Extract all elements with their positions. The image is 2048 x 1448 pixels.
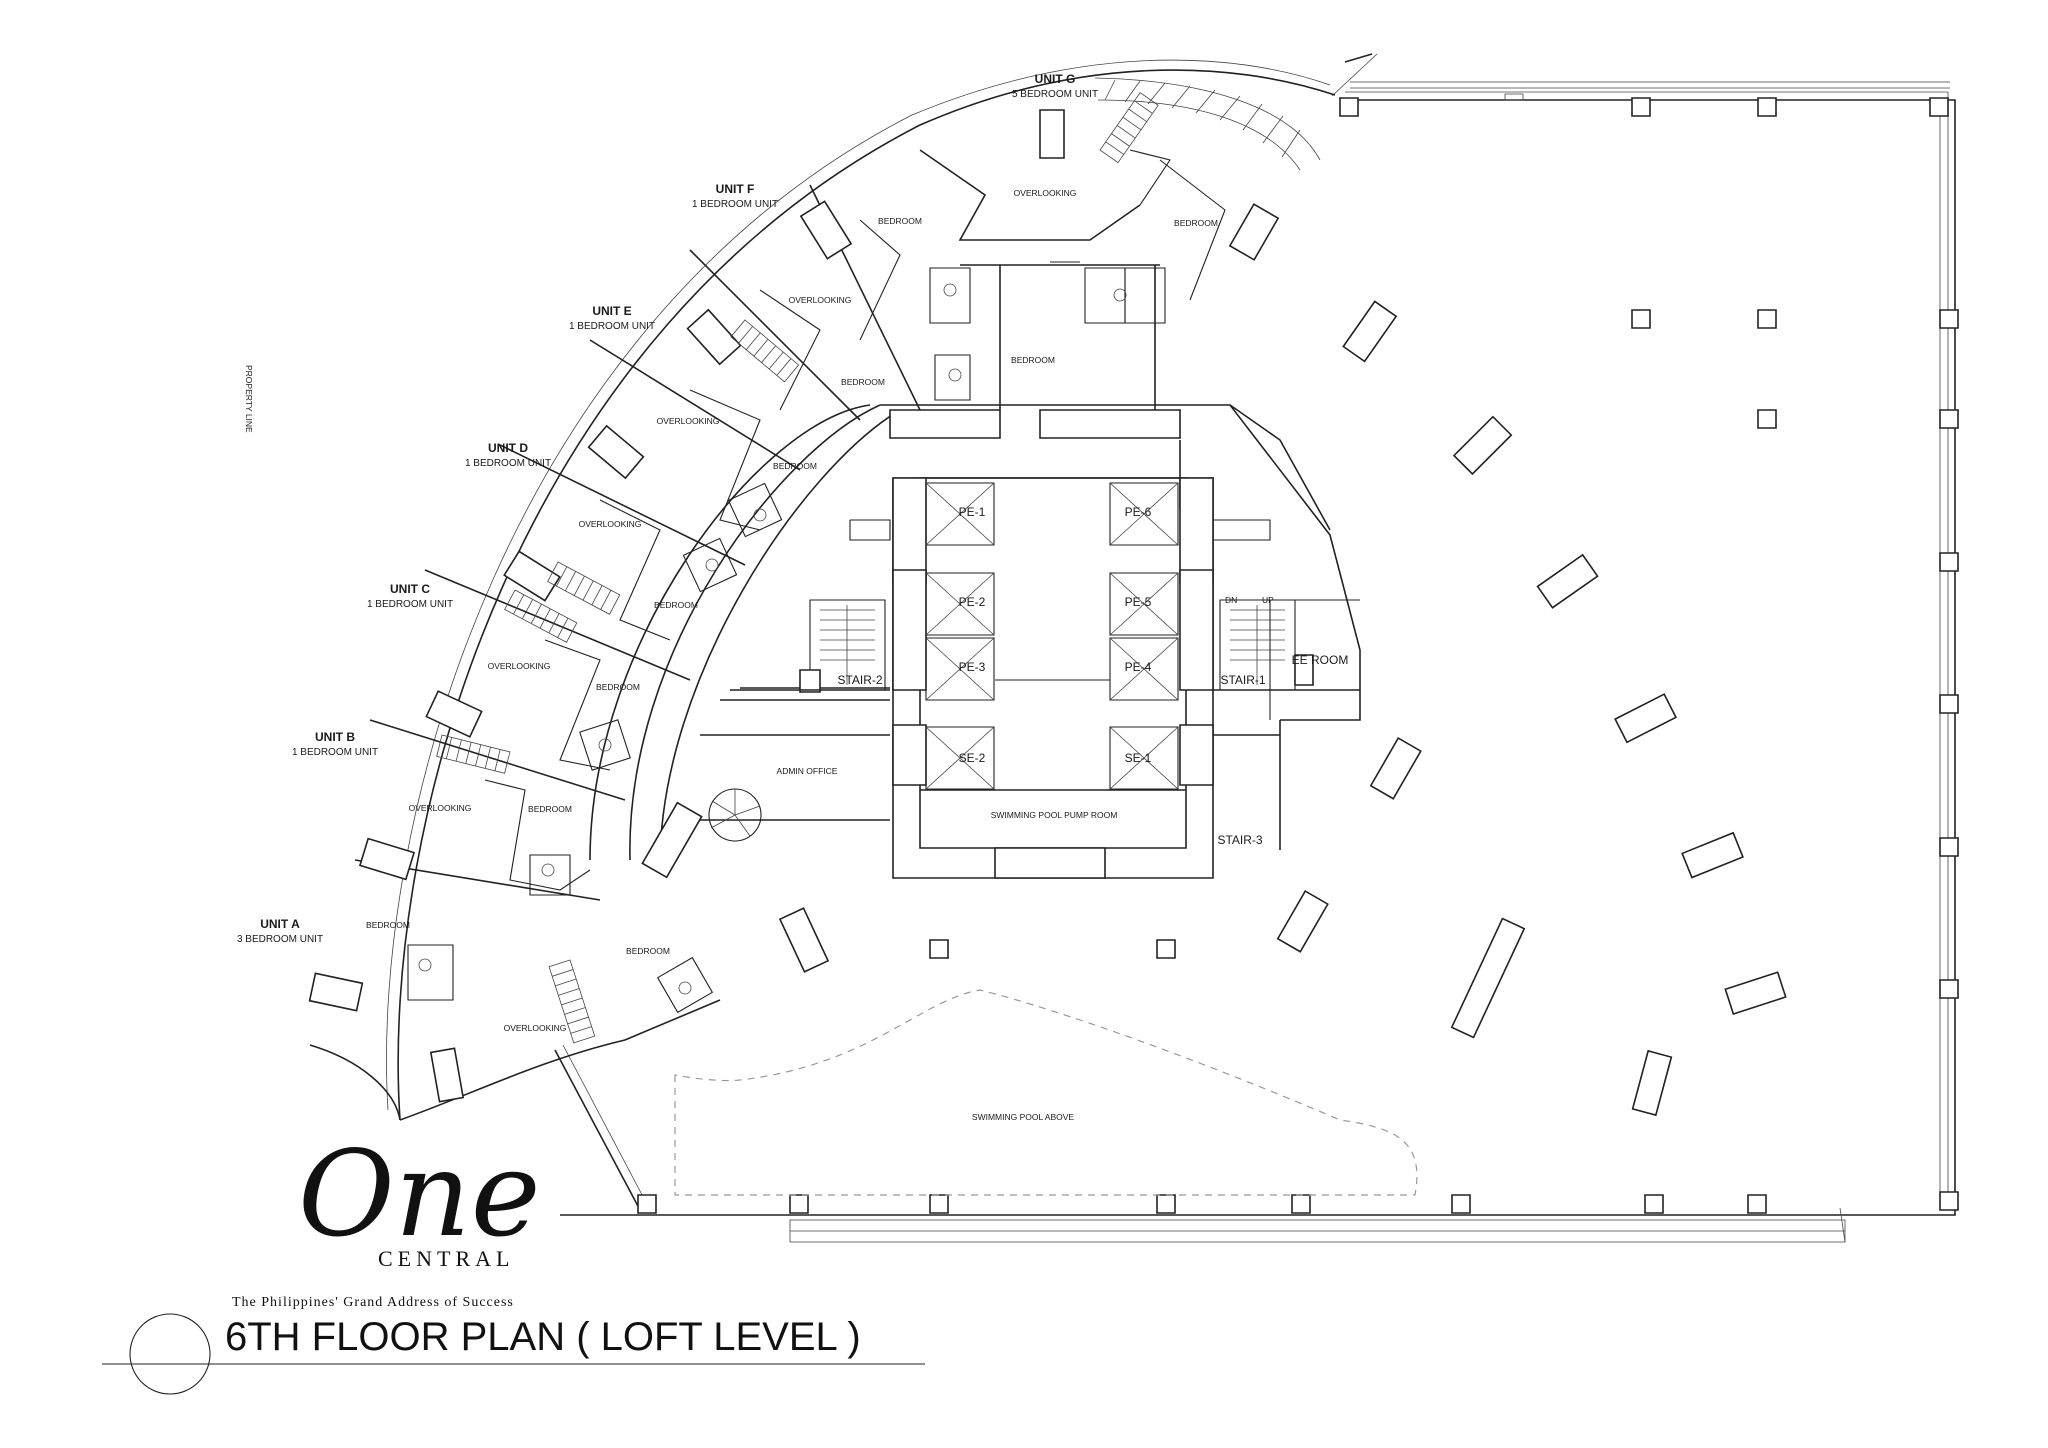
room-overlooking: OVERLOOKING	[488, 661, 551, 671]
room-overlooking: OVERLOOKING	[789, 295, 852, 305]
room-bedroom: BEDROOM	[596, 682, 640, 692]
pool-outline	[675, 990, 1417, 1195]
property-line-label: PROPERTY LINE	[244, 365, 254, 433]
columns	[638, 98, 1958, 1213]
elevator-se-2: SE-2	[959, 751, 986, 765]
room-overlooking: OVERLOOKING	[579, 519, 642, 529]
room-overlooking: OVERLOOKING	[504, 1023, 567, 1033]
unit-e-type: 1 BEDROOM UNIT	[569, 321, 655, 332]
room-bedroom: BEDROOM	[528, 804, 572, 814]
room-ee: EE ROOM	[1292, 653, 1349, 667]
page-title: 6TH FLOOR PLAN ( LOFT LEVEL )	[225, 1315, 861, 1359]
logo-script: One	[298, 1125, 541, 1263]
room-bedroom: BEDROOM	[654, 600, 698, 610]
room-bedroom: BEDROOM	[773, 461, 817, 471]
stair-dn-mark: DN	[1225, 595, 1237, 605]
labels: UNIT G 5 BEDROOM UNIT UNIT F 1 BEDROOM U…	[102, 72, 1349, 1395]
room-admin-office: ADMIN OFFICE	[777, 766, 838, 776]
elevator-pe-2: PE-2	[959, 595, 986, 609]
elevator-pe-1: PE-1	[959, 505, 986, 519]
bathrooms	[408, 268, 1165, 1012]
unit-b-type: 1 BEDROOM UNIT	[292, 747, 378, 758]
unit-a-type: 3 BEDROOM UNIT	[237, 934, 323, 945]
facade-blocks	[310, 110, 1279, 1102]
room-overlooking: OVERLOOKING	[1014, 188, 1077, 198]
room-bedroom: BEDROOM	[366, 920, 410, 930]
elevator-se-1: SE-1	[1125, 751, 1152, 765]
room-bedroom: BEDROOM	[626, 946, 670, 956]
room-overlooking: OVERLOOKING	[409, 803, 472, 813]
unit-a-label: UNIT A	[260, 917, 300, 931]
unit-d-type: 1 BEDROOM UNIT	[465, 458, 551, 469]
tagline: The Philippines' Grand Address of Succes…	[232, 1295, 514, 1310]
room-pool-above: SWIMMING POOL ABOVE	[972, 1112, 1075, 1122]
curved-wing-walls	[310, 60, 1360, 1120]
unit-d-label: UNIT D	[488, 441, 528, 455]
outer-envelope	[555, 54, 1955, 1242]
stair-2: STAIR-2	[837, 673, 882, 687]
stair-3: STAIR-3	[1217, 833, 1262, 847]
logo-word: CENTRAL	[378, 1246, 514, 1271]
service-core	[700, 478, 1360, 878]
unit-g-type: 5 BEDROOM UNIT	[1012, 89, 1098, 100]
room-bedroom: BEDROOM	[1011, 355, 1055, 365]
stair-1: STAIR-1	[1220, 673, 1265, 687]
elevator-pe-6: PE-6	[1125, 505, 1152, 519]
elevator-pe-5: PE-5	[1125, 595, 1152, 609]
planters	[780, 301, 1786, 1115]
room-bedroom: BEDROOM	[841, 377, 885, 387]
room-bedroom: BEDROOM	[1174, 218, 1218, 228]
unit-stairs	[437, 93, 1158, 1043]
elevator-pe-4: PE-4	[1125, 660, 1152, 674]
unit-b-label: UNIT B	[315, 730, 355, 744]
elevator-pe-3: PE-3	[959, 660, 986, 674]
unit-e-label: UNIT E	[592, 304, 631, 318]
unit-f-type: 1 BEDROOM UNIT	[692, 199, 778, 210]
unit-c-label: UNIT C	[390, 582, 430, 596]
room-overlooking: OVERLOOKING	[657, 416, 720, 426]
room-pump: SWIMMING POOL PUMP ROOM	[991, 810, 1118, 820]
unit-f-label: UNIT F	[716, 182, 755, 196]
unit-c-type: 1 BEDROOM UNIT	[367, 599, 453, 610]
unit-g-label: UNIT G	[1035, 72, 1076, 86]
room-bedroom: BEDROOM	[878, 216, 922, 226]
stair-up-mark: UP	[1262, 595, 1274, 605]
